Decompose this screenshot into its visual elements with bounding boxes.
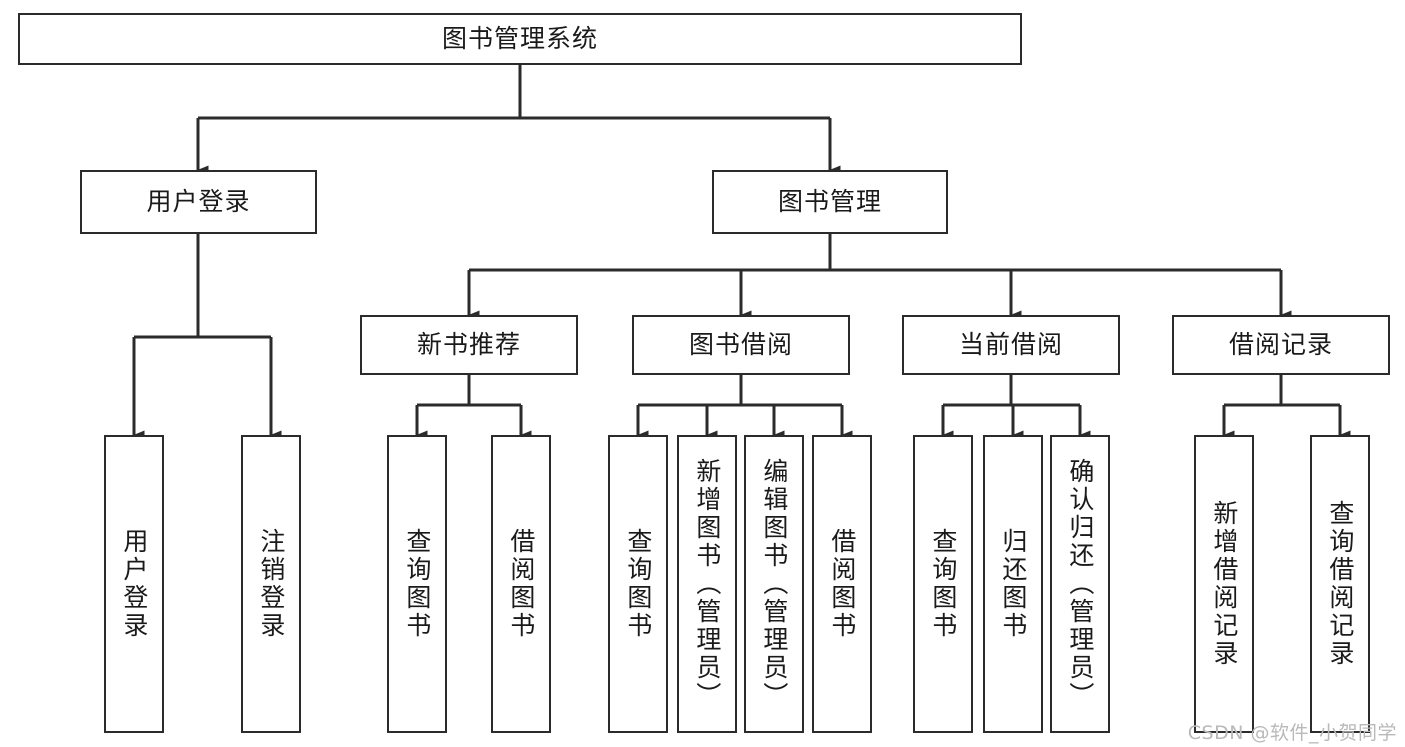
- node-leaf-return-book[interactable]: 归还图书: [983, 435, 1043, 733]
- node-leaf-query-book-1[interactable]: 查询图书: [387, 435, 447, 733]
- watermark-text: CSDN @软件_小贺同学: [1187, 722, 1397, 744]
- node-label: 注销登录: [256, 528, 286, 640]
- node-label: 当前借阅: [958, 330, 1063, 360]
- node-label: 编辑图书（管理员）: [759, 458, 789, 710]
- node-label: 图书管理系统: [441, 24, 598, 54]
- node-label: 用户登录: [119, 528, 149, 640]
- node-book-borrow[interactable]: 图书借阅: [632, 315, 850, 375]
- node-label: 新书推荐: [416, 330, 521, 360]
- node-label: 新增借阅记录: [1209, 500, 1239, 668]
- node-label: 查询图书: [928, 528, 958, 640]
- node-label: 查询图书: [623, 528, 653, 640]
- node-label: 确认归还（管理员）: [1065, 458, 1095, 710]
- node-book-management[interactable]: 图书管理: [712, 170, 948, 234]
- node-label: 归还图书: [998, 528, 1028, 640]
- node-label: 查询借阅记录: [1325, 500, 1355, 668]
- node-label: 图书管理: [777, 187, 882, 217]
- node-label: 借阅图书: [827, 528, 857, 640]
- node-label: 新增图书（管理员）: [692, 458, 722, 710]
- node-leaf-borrow-book-1[interactable]: 借阅图书: [491, 435, 551, 733]
- node-label: 用户登录: [146, 187, 251, 217]
- node-leaf-borrow-book-2[interactable]: 借阅图书: [812, 435, 872, 733]
- node-label: 查询图书: [402, 528, 432, 640]
- node-current-borrow[interactable]: 当前借阅: [902, 315, 1120, 375]
- node-leaf-query-book-3[interactable]: 查询图书: [913, 435, 973, 733]
- node-book-management-system[interactable]: 图书管理系统: [18, 13, 1022, 65]
- node-label: 图书借阅: [688, 330, 793, 360]
- node-label: 借阅记录: [1228, 330, 1333, 360]
- node-label: 借阅图书: [506, 528, 536, 640]
- node-leaf-query-book-2[interactable]: 查询图书: [608, 435, 668, 733]
- node-borrow-record[interactable]: 借阅记录: [1172, 315, 1390, 375]
- node-new-book-recommend[interactable]: 新书推荐: [360, 315, 578, 375]
- node-leaf-user-login[interactable]: 用户登录: [104, 435, 164, 733]
- node-leaf-add-borrow-record[interactable]: 新增借阅记录: [1194, 435, 1254, 733]
- node-leaf-query-borrow-record[interactable]: 查询借阅记录: [1310, 435, 1370, 733]
- node-leaf-logout-login[interactable]: 注销登录: [241, 435, 301, 733]
- node-user-login[interactable]: 用户登录: [80, 170, 317, 234]
- node-leaf-edit-book-admin[interactable]: 编辑图书（管理员）: [744, 435, 804, 733]
- node-leaf-add-book-admin[interactable]: 新增图书（管理员）: [677, 435, 737, 733]
- node-leaf-confirm-return-admin[interactable]: 确认归还（管理员）: [1050, 435, 1110, 733]
